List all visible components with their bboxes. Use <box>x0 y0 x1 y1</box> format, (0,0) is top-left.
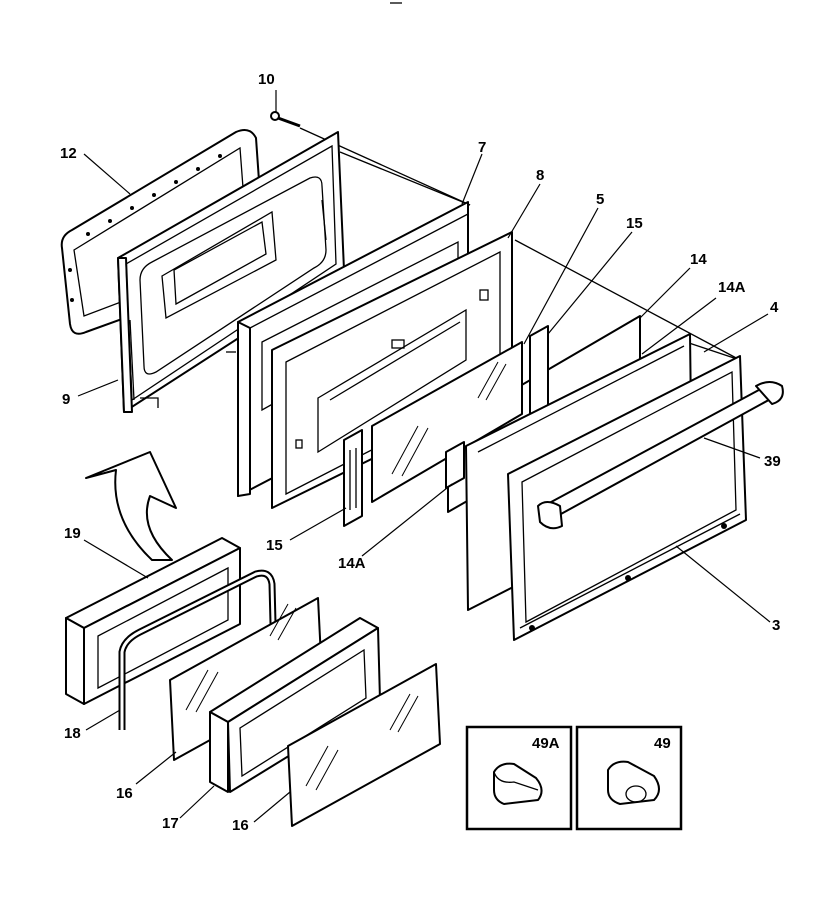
label-19: 19 <box>64 525 81 542</box>
part-10-screw <box>270 111 301 128</box>
part-14a-spacer <box>445 441 465 489</box>
label-15-lower: 15 <box>266 537 283 554</box>
label-16-lower: 16 <box>232 817 249 834</box>
label-16-upper: 16 <box>116 785 133 802</box>
part-39-handle <box>537 381 784 530</box>
label-39: 39 <box>764 453 781 470</box>
label-5: 5 <box>596 191 604 208</box>
part-16-glass-lower <box>287 663 441 827</box>
knob-49a-box <box>465 725 573 831</box>
label-4: 4 <box>770 299 779 316</box>
part-15-glass-retainer-left <box>343 429 363 527</box>
label-14a-lower: 14A <box>338 555 366 572</box>
label-49a: 49A <box>532 735 560 752</box>
label-14a-upper: 14A <box>718 279 746 296</box>
leader-lines <box>77 90 771 823</box>
label-49: 49 <box>654 735 671 752</box>
label-3: 3 <box>772 617 780 634</box>
part-18-gasket <box>118 569 278 730</box>
knob-49-box <box>575 725 683 831</box>
label-10: 10 <box>258 71 275 88</box>
part-17-drawer-frame <box>209 617 381 793</box>
assembly-arrow <box>85 451 177 561</box>
label-18: 18 <box>64 725 81 742</box>
part-5-inner-glass <box>371 341 523 503</box>
part-9-inner-liner <box>117 131 345 413</box>
part-3-outer-frame <box>507 355 747 641</box>
callout-labels: 10 12 7 8 5 15 14 14A 4 39 9 15 14A 3 19… <box>60 71 781 834</box>
label-15-upper: 15 <box>626 215 643 232</box>
label-12: 12 <box>60 145 77 162</box>
label-17: 17 <box>162 815 179 832</box>
label-8: 8 <box>536 167 544 184</box>
label-9: 9 <box>62 391 70 408</box>
label-7: 7 <box>478 139 486 156</box>
label-14: 14 <box>690 251 707 268</box>
